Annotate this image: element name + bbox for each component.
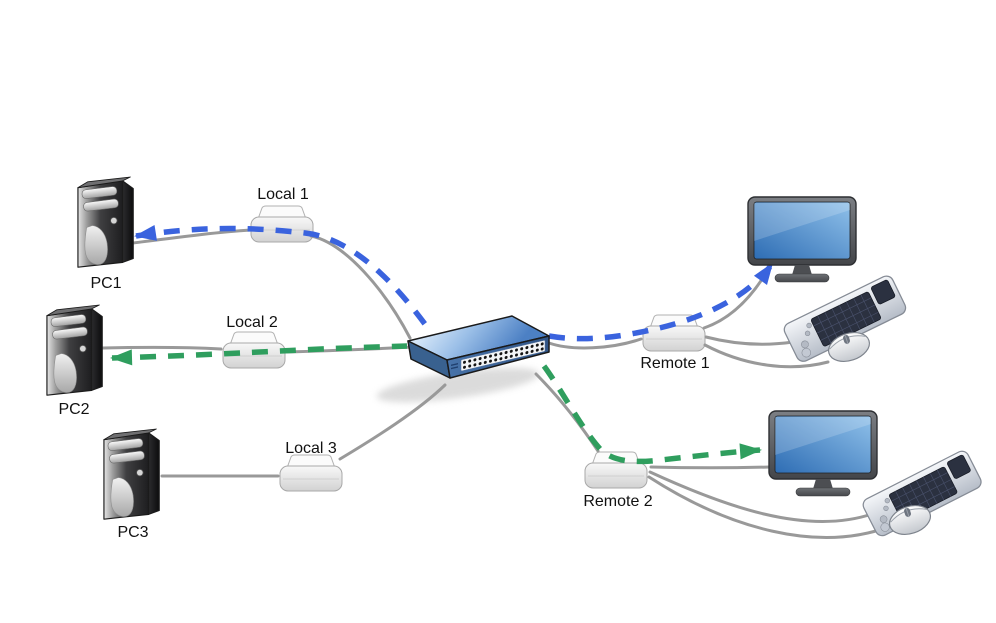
remote1-extender-box-icon bbox=[642, 314, 706, 352]
switch-port-strip bbox=[451, 340, 546, 372]
signal-path-green-left bbox=[110, 343, 408, 366]
switch-shadow bbox=[376, 367, 540, 403]
local1-extender-box-icon bbox=[250, 205, 314, 243]
pc2-label: PC2 bbox=[58, 401, 89, 418]
local1-label: Local 1 bbox=[257, 186, 309, 203]
cable-remote1-mouse1 bbox=[703, 343, 830, 369]
cable-layer bbox=[101, 228, 893, 539]
cable-switch-remote2 bbox=[534, 372, 600, 453]
signal-path-blue-left bbox=[134, 225, 433, 333]
remote1-label: Remote 1 bbox=[640, 355, 709, 372]
cable-remote2-keyboard2 bbox=[648, 470, 874, 523]
pc3-tower-icon bbox=[103, 428, 160, 520]
cable-local3-switch bbox=[338, 383, 447, 461]
cable-remote2-monitor2 bbox=[649, 465, 772, 470]
pc1-label: PC1 bbox=[90, 275, 121, 292]
cable-pc2-local2 bbox=[101, 345, 223, 351]
local3-label: Local 3 bbox=[285, 440, 337, 457]
signal-path-green-right bbox=[541, 364, 762, 465]
monitor1-icon bbox=[747, 196, 857, 283]
pc3-label: PC3 bbox=[117, 524, 148, 541]
remote2-label: Remote 2 bbox=[583, 493, 652, 510]
signal-path-blue-right bbox=[548, 262, 775, 342]
local3-extender-box-icon bbox=[279, 454, 343, 492]
cable-pc1-local1 bbox=[131, 228, 253, 245]
cable-switch-remote1 bbox=[547, 337, 643, 350]
pc2-tower-icon bbox=[46, 304, 103, 396]
monitor2-icon bbox=[768, 410, 878, 497]
local2-label: Local 2 bbox=[226, 314, 278, 331]
pc1-tower-icon bbox=[77, 176, 134, 268]
network-switch-icon bbox=[407, 315, 550, 379]
cable-remote2-mouse2 bbox=[647, 475, 893, 539]
cable-remote1-keyboard1 bbox=[704, 335, 795, 346]
cable-local1-switch bbox=[309, 234, 412, 340]
